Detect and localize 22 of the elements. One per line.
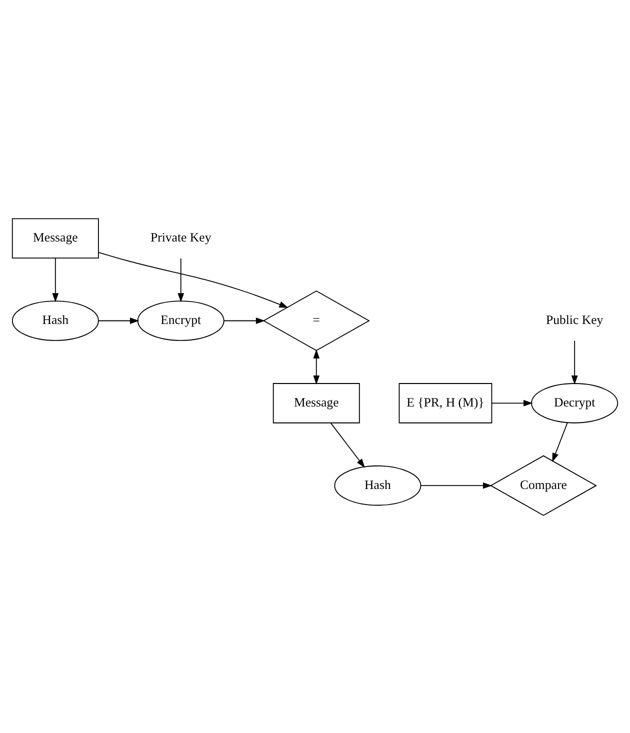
node-diamond: Compare bbox=[490, 454, 598, 516]
arrow bbox=[330, 422, 365, 468]
node-text: Private Key bbox=[150, 230, 212, 244]
arrow bbox=[313, 348, 320, 384]
arrow bbox=[98, 317, 140, 324]
arrow bbox=[491, 399, 533, 406]
arrow bbox=[571, 340, 578, 384]
arrow bbox=[224, 317, 266, 324]
arrow bbox=[98, 252, 288, 308]
node-ellipse: Hash bbox=[334, 464, 422, 506]
arrow bbox=[552, 422, 568, 462]
arrow bbox=[178, 257, 184, 302]
node-ellipse: Hash bbox=[12, 300, 99, 340]
node-box: Message bbox=[272, 382, 360, 423]
node-box: Message bbox=[12, 218, 99, 258]
arrow bbox=[52, 257, 59, 302]
node-diamond: = bbox=[262, 290, 370, 351]
node-box: E {PR, H (M)} bbox=[398, 382, 492, 423]
node-text: Public Key bbox=[546, 312, 604, 327]
arrow bbox=[420, 482, 492, 488]
node-ellipse: Encrypt bbox=[137, 300, 224, 340]
node-ellipse: Decrypt bbox=[531, 382, 618, 423]
